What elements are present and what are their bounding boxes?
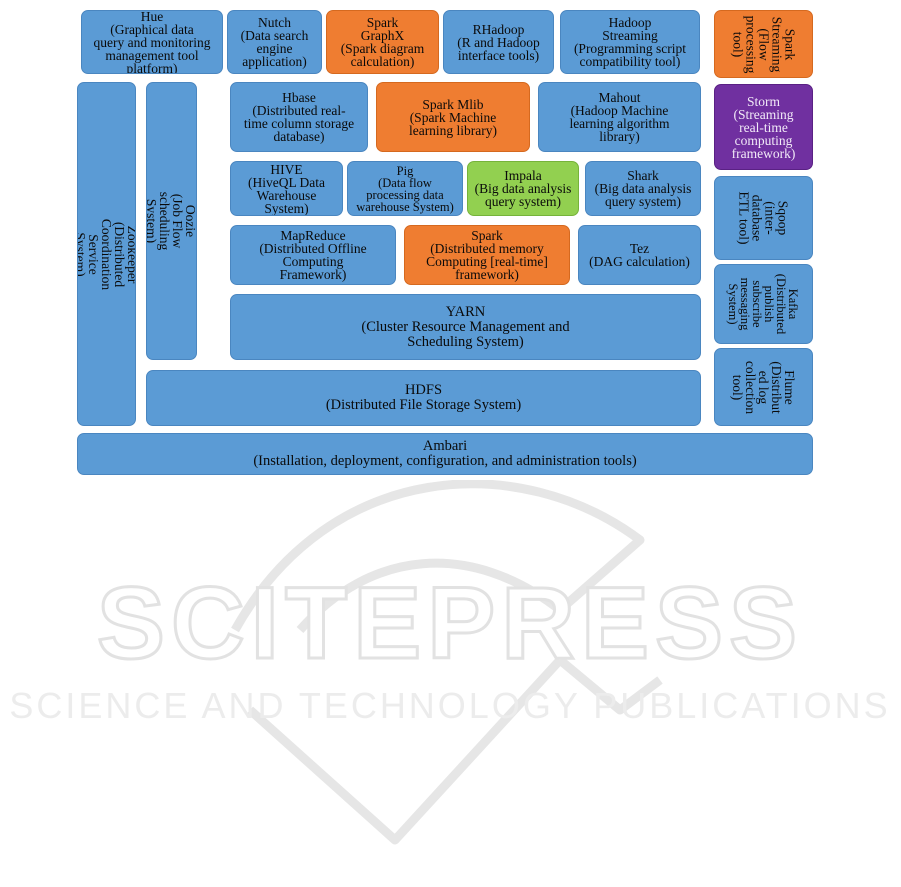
mahout-label: Mahout (Hadoop Machine learning algorith… [569, 90, 670, 144]
impala-label: Impala (Big data analysis query system) [474, 168, 572, 209]
ambari-block: Ambari (Installation, deployment, config… [77, 433, 813, 475]
storm-label: Storm (Streaming real-time computing fra… [731, 93, 796, 161]
hue-label: Hue (Graphical data query and monitoring… [93, 10, 211, 74]
sqoop-block: Sqoop (inter- database ETL tool) [714, 176, 813, 260]
hdfs-label: HDFS (Distributed File Storage System) [325, 382, 522, 413]
spark-mlib-label: Spark Mlib (Spark Machine learning libra… [408, 96, 498, 138]
spark-graphx-label: Spark GraphX (Spark diagram calculation) [340, 15, 425, 69]
mahout-block: Mahout (Hadoop Machine learning algorith… [538, 82, 701, 152]
scitepress-watermark: SCITEPRESS SCIENCE AND TECHNOLOGY PUBLIC… [9, 480, 890, 845]
spark-label: Spark (Distributed memory Computing [rea… [426, 228, 548, 282]
oozie-block: Oozie (Job Flow scheduling System) [146, 82, 197, 360]
nutch-label: Nutch (Data search engine application) [240, 15, 309, 69]
ambari-label: Ambari (Installation, deployment, config… [253, 438, 637, 469]
hive-label: HIVE (HiveQL Data Warehouse System) [247, 161, 326, 216]
spark-block: Spark (Distributed memory Computing [rea… [404, 225, 570, 285]
pig-label: Pig (Data flow processing data warehouse… [356, 163, 454, 214]
kafka-block: Kafka (Distributed publish subscribe mes… [714, 264, 813, 344]
zookeeper-label: Zookeeper (Distributed Coordination Serv… [77, 218, 136, 290]
impala-block: Impala (Big data analysis query system) [467, 161, 579, 216]
kafka-label: Kafka (Distributed publish subscribe mes… [726, 273, 801, 335]
yarn-block: YARN (Cluster Resource Management and Sc… [230, 294, 701, 360]
hbase-block: Hbase (Distributed real- time column sto… [230, 82, 368, 152]
watermark-subtitle: SCIENCE AND TECHNOLOGY PUBLICATIONS [9, 685, 890, 726]
oozie-label: Oozie (Job Flow scheduling System) [146, 191, 197, 251]
hadoop-streaming-label: Hadoop Streaming (Programming script com… [573, 15, 687, 69]
hadoop-streaming-block: Hadoop Streaming (Programming script com… [560, 10, 700, 74]
mapreduce-label: MapReduce (Distributed Offline Computing… [259, 228, 367, 282]
hue-block: Hue (Graphical data query and monitoring… [81, 10, 223, 74]
yarn-label: YARN (Cluster Resource Management and Sc… [361, 303, 570, 350]
hadoop-ecosystem-diagram: Hue (Graphical data query and monitoring… [77, 10, 813, 475]
spark-graphx-block: Spark GraphX (Spark diagram calculation) [326, 10, 439, 74]
shark-label: Shark (Big data analysis query system) [594, 168, 692, 209]
hdfs-block: HDFS (Distributed File Storage System) [146, 370, 701, 426]
hive-block: HIVE (HiveQL Data Warehouse System) [230, 161, 343, 216]
spark-streaming-label: Spark Streaming (Flow processing tool) [730, 15, 797, 73]
spark-mlib-block: Spark Mlib (Spark Machine learning libra… [376, 82, 530, 152]
shark-block: Shark (Big data analysis query system) [585, 161, 701, 216]
storm-block: Storm (Streaming real-time computing fra… [714, 84, 813, 170]
flume-label: Flume (Distribut ed log collection tool) [729, 360, 797, 414]
nutch-block: Nutch (Data search engine application) [227, 10, 322, 74]
flume-block: Flume (Distribut ed log collection tool) [714, 348, 813, 426]
mapreduce-block: MapReduce (Distributed Offline Computing… [230, 225, 396, 285]
pig-block: Pig (Data flow processing data warehouse… [347, 161, 463, 216]
tez-label: Tez (DAG calculation) [589, 241, 690, 269]
zookeeper-block: Zookeeper (Distributed Coordination Serv… [77, 82, 136, 426]
watermark-shape [231, 480, 663, 845]
watermark-title: SCITEPRESS [97, 566, 803, 680]
tez-block: Tez (DAG calculation) [578, 225, 701, 285]
rhadoop-block: RHadoop (R and Hadoop interface tools) [443, 10, 554, 74]
hbase-label: Hbase (Distributed real- time column sto… [243, 90, 355, 144]
rhadoop-label: RHadoop (R and Hadoop interface tools) [457, 21, 540, 63]
sqoop-label: Sqoop (inter- database ETL tool) [736, 191, 791, 245]
spark-streaming-block: Spark Streaming (Flow processing tool) [714, 10, 813, 78]
